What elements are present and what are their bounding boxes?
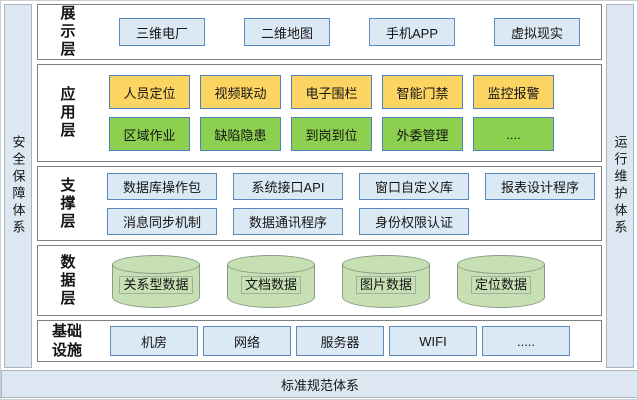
diagram-node-3d-plant: 三维电厂 [119, 18, 205, 46]
diagram-node-on-duty: 到岗到位 [291, 117, 372, 151]
diagram-node-electronic-fence: 电子围栏 [291, 75, 372, 109]
diagram-node-2d-map: 二维地图 [244, 18, 330, 46]
diagram-node-monitor-alarm: 监控报警 [473, 75, 554, 109]
diagram-node-window-custom-lib: 窗口自定义库 [359, 172, 469, 200]
diagram-node-vr: 虚拟现实 [494, 18, 580, 46]
diagram-node-server: 服务器 [296, 326, 384, 356]
diagram-node-report-designer: 报表设计程序 [485, 172, 595, 200]
left-band-security-system: 安全保障体系 [4, 4, 32, 368]
database-cylinder-document: 文档数据 [227, 254, 315, 308]
diagram-node-message-sync: 消息同步机制 [107, 207, 217, 235]
bottom-band-label: 标准规范体系 [280, 377, 359, 393]
layer-infrastructure-label: 基础设施 [51, 322, 82, 360]
presentation-row: 三维电厂 二维地图 手机APP 虚拟现实 [96, 18, 601, 46]
diagram-node-network: 网络 [203, 326, 291, 356]
diagram-node-db-operation-pkg: 数据库操作包 [107, 172, 217, 200]
layer-application-label: 应用层 [58, 86, 76, 140]
layer-data: 数据层 关系型数据 文档数据 图片数据 定位数据 [37, 245, 602, 316]
data-row: 关系型数据 文档数据 图片数据 定位数据 [96, 254, 601, 308]
database-cylinder-positioning: 定位数据 [457, 254, 545, 308]
infrastructure-row: 机房 网络 服务器 WIFI ..... [96, 326, 601, 356]
diagram-node-machine-room: 机房 [110, 326, 198, 356]
diagram-node-ellipsis: .... [473, 117, 554, 151]
bottom-band-standards-system: 标准规范体系 [1, 370, 637, 398]
right-band-label: 运行维护体系 [612, 135, 628, 237]
layer-application: 应用层 人员定位 视频联动 电子围栏 智能门禁 监控报警 区域作业 缺陷隐患 到… [37, 64, 602, 162]
diagram-node-mobile-app: 手机APP [369, 18, 455, 46]
layer-data-label: 数据层 [58, 253, 76, 308]
layer-presentation-label: 展示层 [58, 5, 76, 59]
diagram-node-video-linkage: 视频联动 [200, 75, 281, 109]
layer-infrastructure: 基础设施 机房 网络 服务器 WIFI ..... [37, 320, 602, 362]
database-cylinder-image: 图片数据 [342, 254, 430, 308]
diagram-node-ellipsis-2: ..... [482, 326, 570, 356]
left-band-label: 安全保障体系 [10, 135, 26, 237]
diagram-node-outsourcing-mgmt: 外委管理 [382, 117, 463, 151]
database-cylinder-relational: 关系型数据 [112, 254, 200, 308]
layer-stack: 展示层 三维电厂 二维地图 手机APP 虚拟现实 应用层 人员定位 视频联动 [37, 4, 602, 366]
diagram-node-personnel-positioning: 人员定位 [109, 75, 190, 109]
application-row-1: 人员定位 视频联动 电子围栏 智能门禁 监控报警 [96, 75, 601, 109]
right-band-operation-maintenance-system: 运行维护体系 [606, 4, 634, 368]
support-row-1: 数据库操作包 系统接口API 窗口自定义库 报表设计程序 [96, 172, 601, 200]
diagram-node-smart-access: 智能门禁 [382, 75, 463, 109]
layer-presentation: 展示层 三维电厂 二维地图 手机APP 虚拟现实 [37, 4, 602, 60]
layer-support: 支撑层 数据库操作包 系统接口API 窗口自定义库 报表设计程序 消息同步机制 … [37, 166, 602, 241]
diagram-node-data-comm-program: 数据通讯程序 [233, 207, 343, 235]
diagram-node-identity-auth: 身份权限认证 [359, 207, 469, 235]
diagram-node-defect-hazard: 缺陷隐患 [200, 117, 281, 151]
diagram-node-system-api: 系统接口API [233, 172, 343, 200]
diagram-node-wifi: WIFI [389, 326, 477, 356]
support-row-2: 消息同步机制 数据通讯程序 身份权限认证 [96, 207, 601, 235]
diagram-node-area-work: 区域作业 [109, 117, 190, 151]
application-row-2: 区域作业 缺陷隐患 到岗到位 外委管理 .... [96, 117, 601, 151]
layer-support-label: 支撑层 [58, 176, 76, 231]
